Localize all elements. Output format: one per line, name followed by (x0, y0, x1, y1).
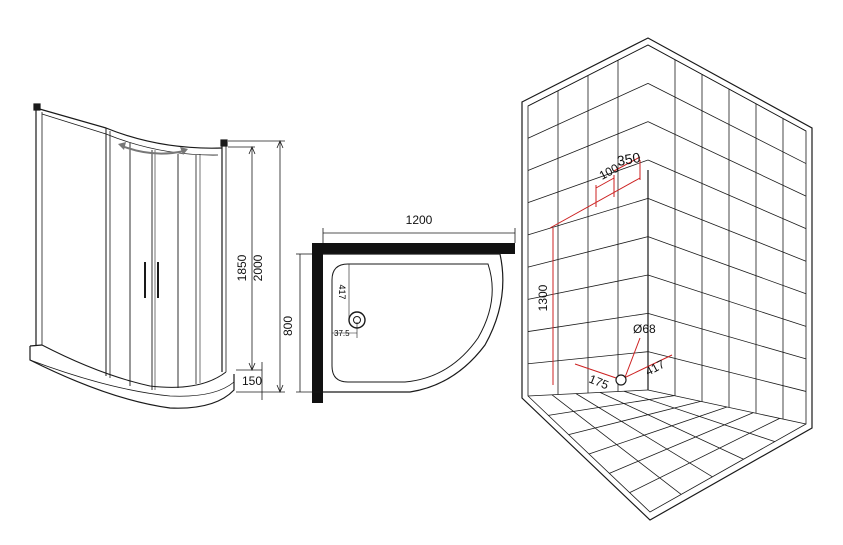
frame-top-rail (35, 107, 223, 149)
dim-height-glass: 1850 (235, 254, 249, 281)
wall-side (312, 243, 323, 403)
frame-top-cap (33, 103, 41, 111)
wall-back (312, 243, 515, 254)
dim-tray-height: 150 (242, 374, 262, 388)
tray-basin (331, 263, 493, 383)
floor-tiles (548, 390, 780, 495)
dim-drain-offset: 417 (337, 284, 347, 299)
right-wall-tiles (647, 44, 807, 425)
dim-pipe-height: 1300 (536, 284, 550, 311)
shower-tray (29, 346, 235, 409)
tray-outline (323, 253, 504, 393)
enclosure-dimensions (228, 139, 285, 400)
dim-drain-diameter: Ø68 (633, 322, 656, 336)
red-dimensions (549, 156, 673, 385)
left-wall-tiles (527, 44, 649, 397)
wall-perspective (521, 37, 813, 521)
dim-height-total: 2000 (251, 254, 265, 281)
dim-plan-width: 1200 (406, 213, 433, 227)
enclosure-elevation (29, 103, 235, 409)
sliding-direction-arrow (121, 145, 185, 155)
dim-drain-y: 417 (643, 357, 668, 379)
plan-view (296, 228, 516, 403)
dim-drain-side-offset: 37.5 (334, 329, 350, 338)
dim-plan-depth: 800 (281, 316, 295, 336)
wall-outline (521, 37, 813, 521)
dim-pipe-offset-b: 350 (616, 149, 642, 169)
floor-drain (615, 374, 627, 386)
